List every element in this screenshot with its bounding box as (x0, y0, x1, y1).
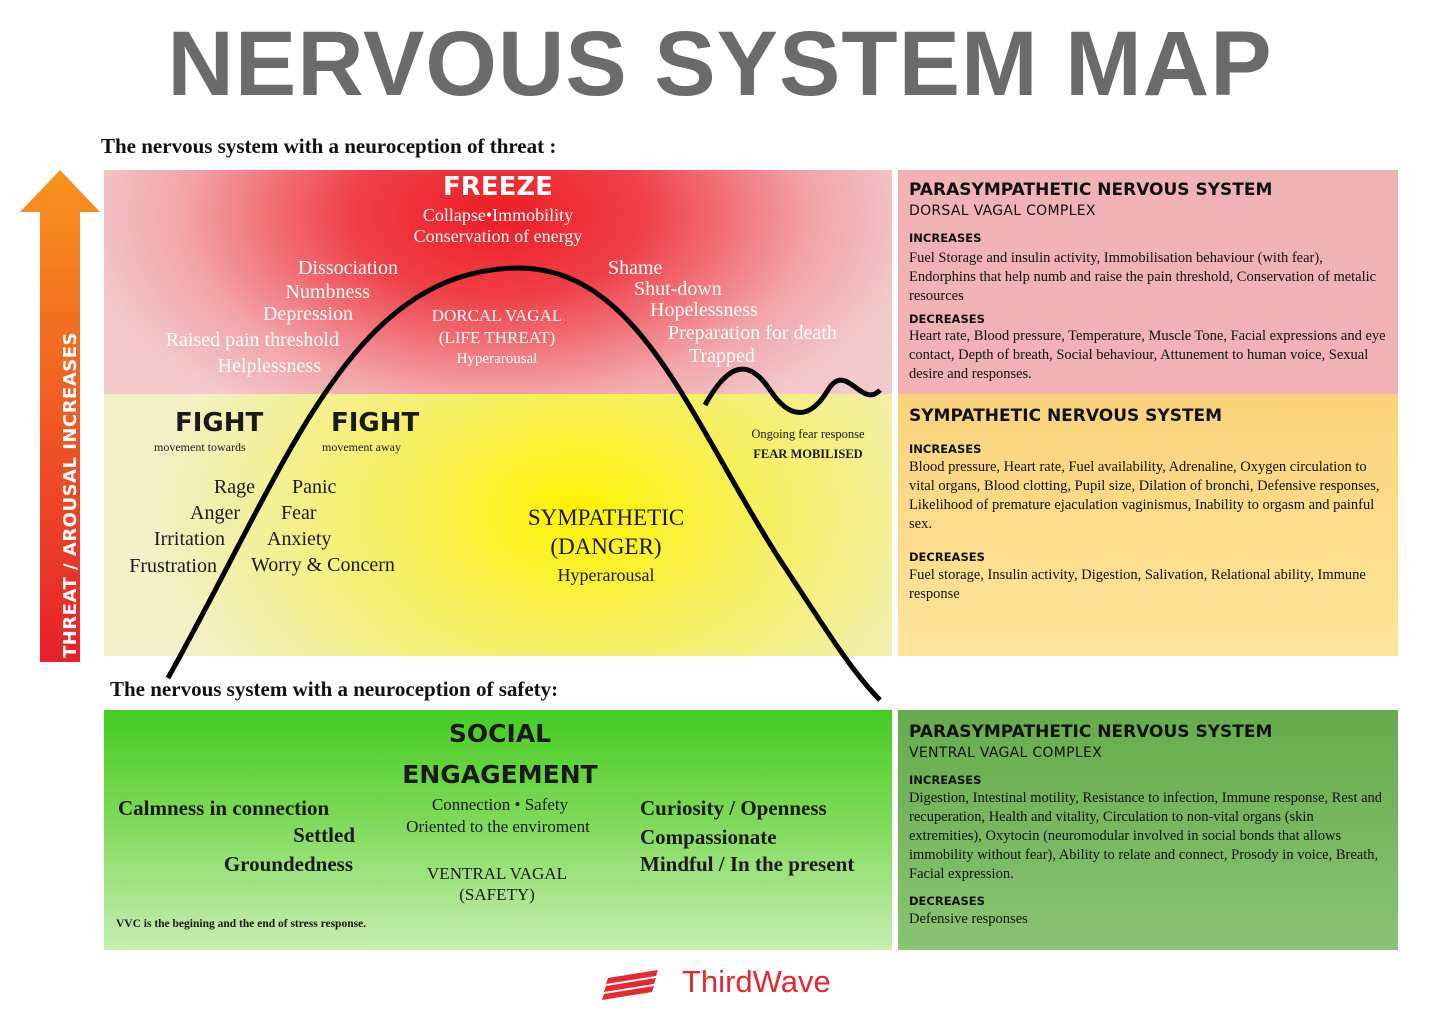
arrow-label: THREAT / AROUSAL INCREASES (60, 331, 81, 659)
freeze-immobility: Immobility (492, 205, 574, 225)
increases-label: INCREASES (909, 773, 982, 787)
panel-title: PARASYMPATHETIC NERVOUS SYSTEM (909, 722, 1273, 742)
fight-left-word: Rage (213, 476, 255, 498)
page-title: NERVOUS SYSTEM MAP (167, 13, 1273, 115)
bullet-icon: • (485, 205, 493, 225)
freeze-left-word: Numbness (285, 281, 370, 303)
vvc-footnote: VVC is the begining and the end of stres… (116, 918, 367, 930)
freeze-title: FREEZE (443, 172, 553, 202)
decreases-text: Defensive responses (909, 911, 1028, 927)
social-title-1: SOCIAL (448, 719, 552, 748)
freeze-right-word: Trapped (689, 345, 755, 367)
social-left-word: Settled (293, 823, 355, 847)
dorsal-vagal-panel: PARASYMPATHETIC NERVOUS SYSTEM DORSAL VA… (898, 170, 1398, 394)
dorsal-vagal-label: DORCAL VAGAL (431, 306, 563, 325)
increases-text: Blood pressure, Heart rate, Fuel availab… (909, 459, 1380, 532)
sympathetic-label: SYMPATHETIC (527, 505, 685, 530)
fight-right-word: Worry & Concern (251, 554, 395, 576)
increases-label: INCREASES (909, 231, 982, 245)
sympathetic-hyperarousal-label: Hyperarousal (557, 565, 655, 585)
social-right-word: Curiosity / Openness (640, 796, 827, 820)
panel-subtitle: DORSAL VAGAL COMPLEX (909, 203, 1096, 219)
panel-title: SYMPATHETIC NERVOUS SYSTEM (909, 406, 1223, 426)
increases-text: Digestion, Intestinal motility, Resistan… (909, 790, 1383, 882)
decreases-text: Fuel storage, Insulin activity, Digestio… (909, 567, 1366, 602)
fight-away-sub: movement away (322, 440, 401, 454)
safety-heading: The nervous system with a neuroception o… (110, 677, 559, 701)
decreases-text: Heart rate, Blood pressure, Temperature,… (909, 328, 1386, 382)
freeze-hyperarousal-label: Hyperarousal (456, 351, 538, 367)
decreases-label: DECREASES (909, 550, 985, 564)
freeze-left-word: Raised pain threshold (165, 329, 339, 351)
fight-away-title: FIGHT (331, 408, 420, 438)
connection-label: Connection (431, 795, 511, 814)
danger-label: (DANGER) (550, 534, 662, 559)
life-threat-label: (LIFE THREAT) (438, 328, 556, 347)
social-right-word: Mindful / In the present (640, 852, 855, 876)
freeze-line2: Conservation of energy (413, 226, 583, 246)
fear-response-label: Ongoing fear response (751, 427, 865, 441)
connection-safety: Connection • Safety (380, 795, 620, 815)
freeze-right-word: Preparation for death (668, 322, 837, 344)
fight-towards-title: FIGHT (175, 408, 264, 438)
oriented-label: Oriented to the enviroment (406, 817, 590, 836)
increases-label: INCREASES (909, 442, 982, 456)
social-engagement-zone (104, 710, 892, 950)
fight-towards-sub: movement towards (154, 440, 246, 454)
freeze-left-word: Helplessness (217, 355, 321, 377)
bullet-icon: • (514, 795, 521, 814)
social-left-word: Groundedness (223, 852, 353, 876)
thirdwave-logo: ThirdWave (682, 964, 831, 999)
freeze-right-word: Hopelessness (650, 299, 758, 321)
ventral-vagal-label: VENTRAL VAGAL (427, 864, 567, 883)
ventral-vagal-panel: PARASYMPATHETIC NERVOUS SYSTEM VENTRAL V… (898, 710, 1398, 950)
safety-label: Safety (524, 795, 569, 814)
panel-subtitle: VENTRAL VAGAL COMPLEX (909, 745, 1102, 761)
sympathetic-panel: SYMPATHETIC NERVOUS SYSTEM INCREASES Blo… (898, 394, 1398, 656)
panel-title: PARASYMPATHETIC NERVOUS SYSTEM (909, 180, 1273, 200)
fight-right-word: Fear (281, 502, 317, 524)
arousal-arrow-icon (20, 170, 100, 662)
fight-left-word: Frustration (129, 555, 217, 577)
freeze-left-word: Depression (263, 303, 353, 325)
decreases-label: DECREASES (909, 312, 985, 326)
fight-right-word: Anxiety (267, 528, 332, 550)
decreases-label: DECREASES (909, 894, 985, 908)
increases-text: Fuel Storage and insulin activity, Immob… (909, 250, 1377, 304)
social-title-2: ENGAGEMENT (402, 760, 598, 789)
freeze-line1: Collapse•Immobility (104, 205, 892, 226)
fight-right-word: Panic (292, 476, 337, 498)
three-stripes-icon (602, 970, 658, 1000)
social-left-word: Calmness in connection (118, 796, 330, 820)
fight-left-word: Anger (190, 502, 240, 524)
fear-mobilised-label: FEAR MOBILISED (753, 447, 863, 461)
fight-left-word: Irritation (153, 528, 225, 550)
threat-heading: The nervous system with a neuroception o… (101, 134, 557, 158)
safety-paren-label: (SAFETY) (459, 885, 535, 904)
freeze-collapse: Collapse (422, 205, 486, 225)
social-right-word: Compassionate (640, 825, 777, 849)
freeze-left-word: Dissociation (298, 257, 398, 279)
